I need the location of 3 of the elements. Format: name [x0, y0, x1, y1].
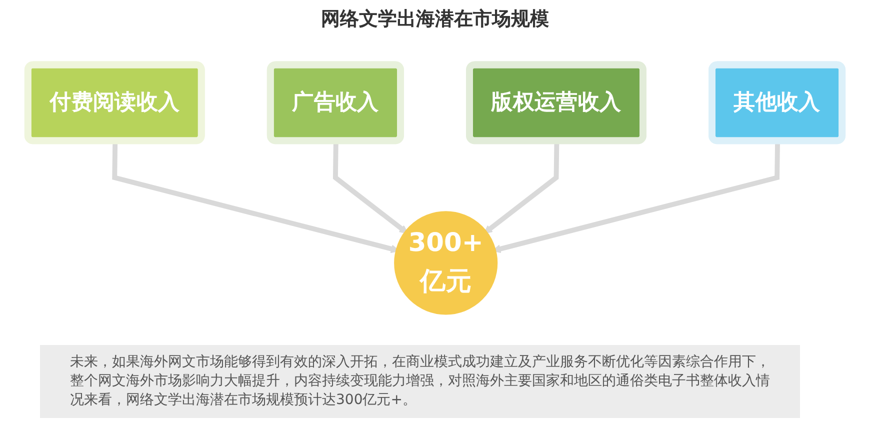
diagram-title: 网络文学出海潜在市场规模 [321, 8, 549, 30]
node-circle: 300+ 亿元 [394, 211, 498, 315]
note-text: 未来，如果海外网文市场能够得到有效的深入开拓，在商业模式成功建立及产业服务不断优化等因素综合作用下，整个网文海外市场影响力大幅提升，内容持续变现能力增强，对照海外主要国家和地区的通俗类电子书整体收入情况来看，网络文学出海潜在市场规模预计达300亿元+。 [40, 345, 800, 418]
